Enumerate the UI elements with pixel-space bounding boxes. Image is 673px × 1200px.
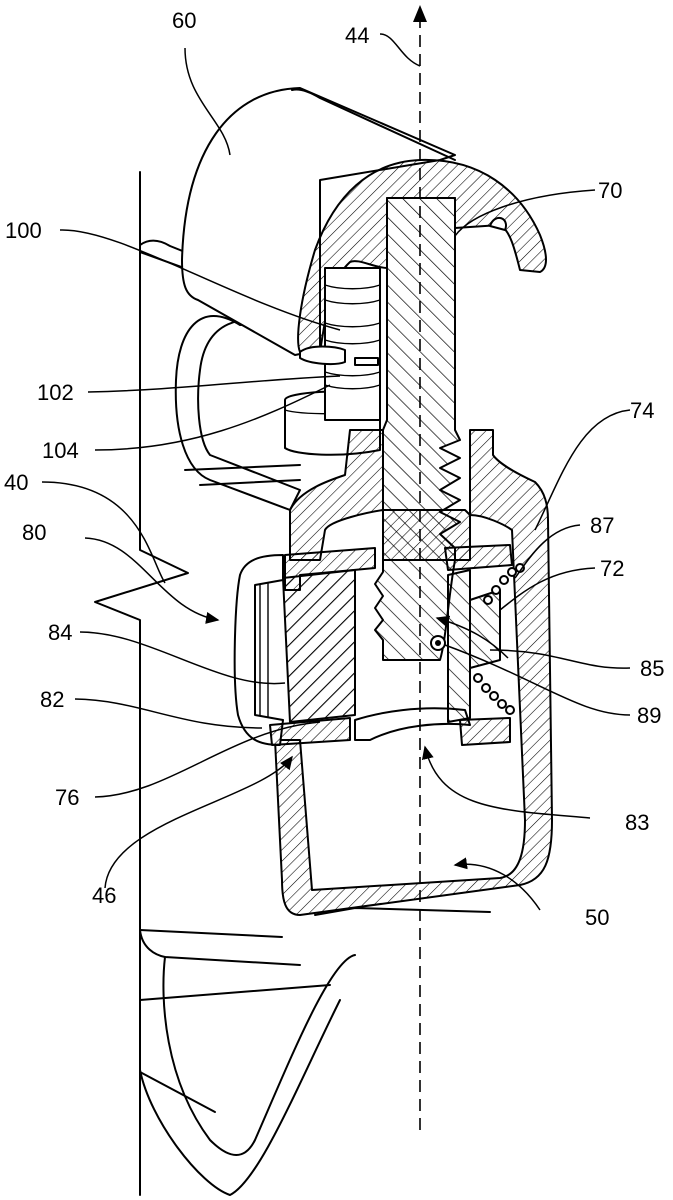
label-76: 76 — [55, 785, 79, 810]
label-104: 104 — [42, 438, 79, 463]
cap-60-section — [297, 158, 547, 353]
label-60: 60 — [172, 8, 196, 33]
label-44: 44 — [345, 23, 369, 48]
reference-labels: 60 44 70 100 102 104 74 40 80 87 72 84 8… — [4, 8, 664, 930]
tray-50 — [314, 907, 491, 916]
label-40: 40 — [4, 470, 28, 495]
ball-89 — [430, 635, 446, 651]
label-100: 100 — [5, 218, 42, 243]
label-87: 87 — [590, 513, 614, 538]
label-84: 84 — [48, 620, 72, 645]
label-70: 70 — [598, 178, 622, 203]
label-82: 82 — [40, 687, 64, 712]
leader-lines — [41, 33, 631, 798]
label-80: 80 — [22, 520, 46, 545]
label-89: 89 — [637, 703, 661, 728]
wall-40 — [94, 171, 189, 1196]
label-83: 83 — [625, 810, 649, 835]
cap-60 — [181, 87, 456, 356]
label-74: 74 — [630, 398, 654, 423]
label-50: 50 — [585, 905, 609, 930]
label-85: 85 — [640, 656, 664, 681]
lower-bracket — [139, 929, 356, 1196]
label-72: 72 — [600, 556, 624, 581]
indicator-arrows — [84, 537, 591, 911]
label-46: 46 — [92, 883, 116, 908]
label-102: 102 — [37, 380, 74, 405]
axis-44 — [413, 5, 427, 1130]
mechanism-80 — [233, 544, 513, 746]
